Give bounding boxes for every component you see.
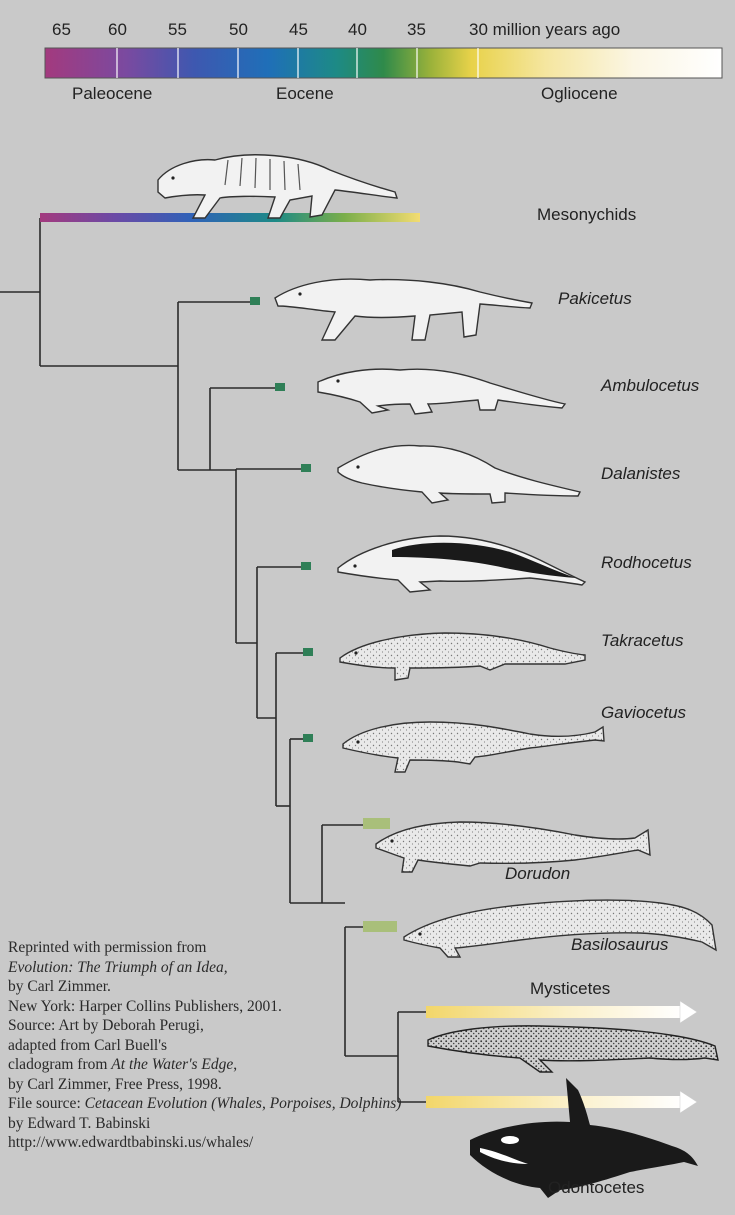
marker-ambulocetus [275,383,285,391]
timescale-bar [45,48,722,78]
credit-line: File source: Cetacean Evolution (Whales,… [8,1094,478,1114]
credit-text: , [233,1056,237,1073]
credit-line: adapted from Carl Buell's [8,1036,478,1056]
marker-dalanistes [301,464,311,472]
taxon-mesonychids: Mesonychids [537,205,636,225]
tick-30-mya: 30 million years ago [469,20,620,40]
taxon-mysticetes: Mysticetes [530,979,610,999]
taxon-dalanistes: Dalanistes [601,464,680,484]
mesonychid-illustration [158,155,397,218]
mesonychid-range-bar [40,213,420,222]
tick-50: 50 [229,20,248,40]
taxon-odontocetes: Odontocetes [548,1178,644,1198]
taxon-gaviocetus: Gaviocetus [601,703,686,723]
credit-file-title: Cetacean Evolution (Whales, Porpoises, D… [85,1095,402,1112]
credit-line: by Carl Zimmer. [8,977,478,997]
credit-line: by Edward T. Babinski [8,1114,478,1134]
takracetus-illustration [340,633,585,680]
ambulocetus-illustration [318,369,565,414]
taxon-rodhocetus: Rodhocetus [601,553,692,573]
taxon-basilosaurus: Basilosaurus [571,935,668,955]
tick-45: 45 [289,20,308,40]
credit-book-title: Evolution: The Triumph of an Idea, [8,958,478,978]
credit-url: http://www.edwardtbabinski.us/whales/ [8,1133,478,1153]
epoch-paleocene: Paleocene [72,84,152,104]
credit-line: by Carl Zimmer, Free Press, 1998. [8,1075,478,1095]
marker-gaviocetus [303,734,313,742]
credit-block: Reprinted with permission from Evolution… [8,938,478,1153]
credit-text: File source: [8,1095,85,1112]
marker-takracetus [303,648,313,656]
dalanistes-illustration [338,445,580,503]
taxon-pakicetus: Pakicetus [558,289,632,309]
marker-dorudon [363,818,390,829]
tick-60: 60 [108,20,127,40]
taxon-dorudon: Dorudon [505,864,570,884]
tick-40: 40 [348,20,367,40]
taxon-takracetus: Takracetus [601,631,684,651]
tick-35: 35 [407,20,426,40]
gaviocetus-illustration [343,722,604,772]
marker-basilosaurus [363,921,397,932]
tick-55: 55 [168,20,187,40]
rodhocetus-illustration [338,536,585,592]
pakicetus-illustration [275,279,532,340]
credit-book-title: At the Water's Edge [111,1056,233,1073]
credit-line: Source: Art by Deborah Perugi, [8,1016,478,1036]
credit-text: cladogram from [8,1056,111,1073]
taxon-ambulocetus: Ambulocetus [601,376,699,396]
marker-rodhocetus [301,562,311,570]
credit-line: Reprinted with permission from [8,938,478,958]
epoch-ogliocene: Ogliocene [541,84,618,104]
epoch-eocene: Eocene [276,84,334,104]
credit-line: New York: Harper Collins Publishers, 200… [8,997,478,1017]
marker-pakicetus [250,297,260,305]
tick-65: 65 [52,20,71,40]
credit-line: cladogram from At the Water's Edge, [8,1055,478,1075]
